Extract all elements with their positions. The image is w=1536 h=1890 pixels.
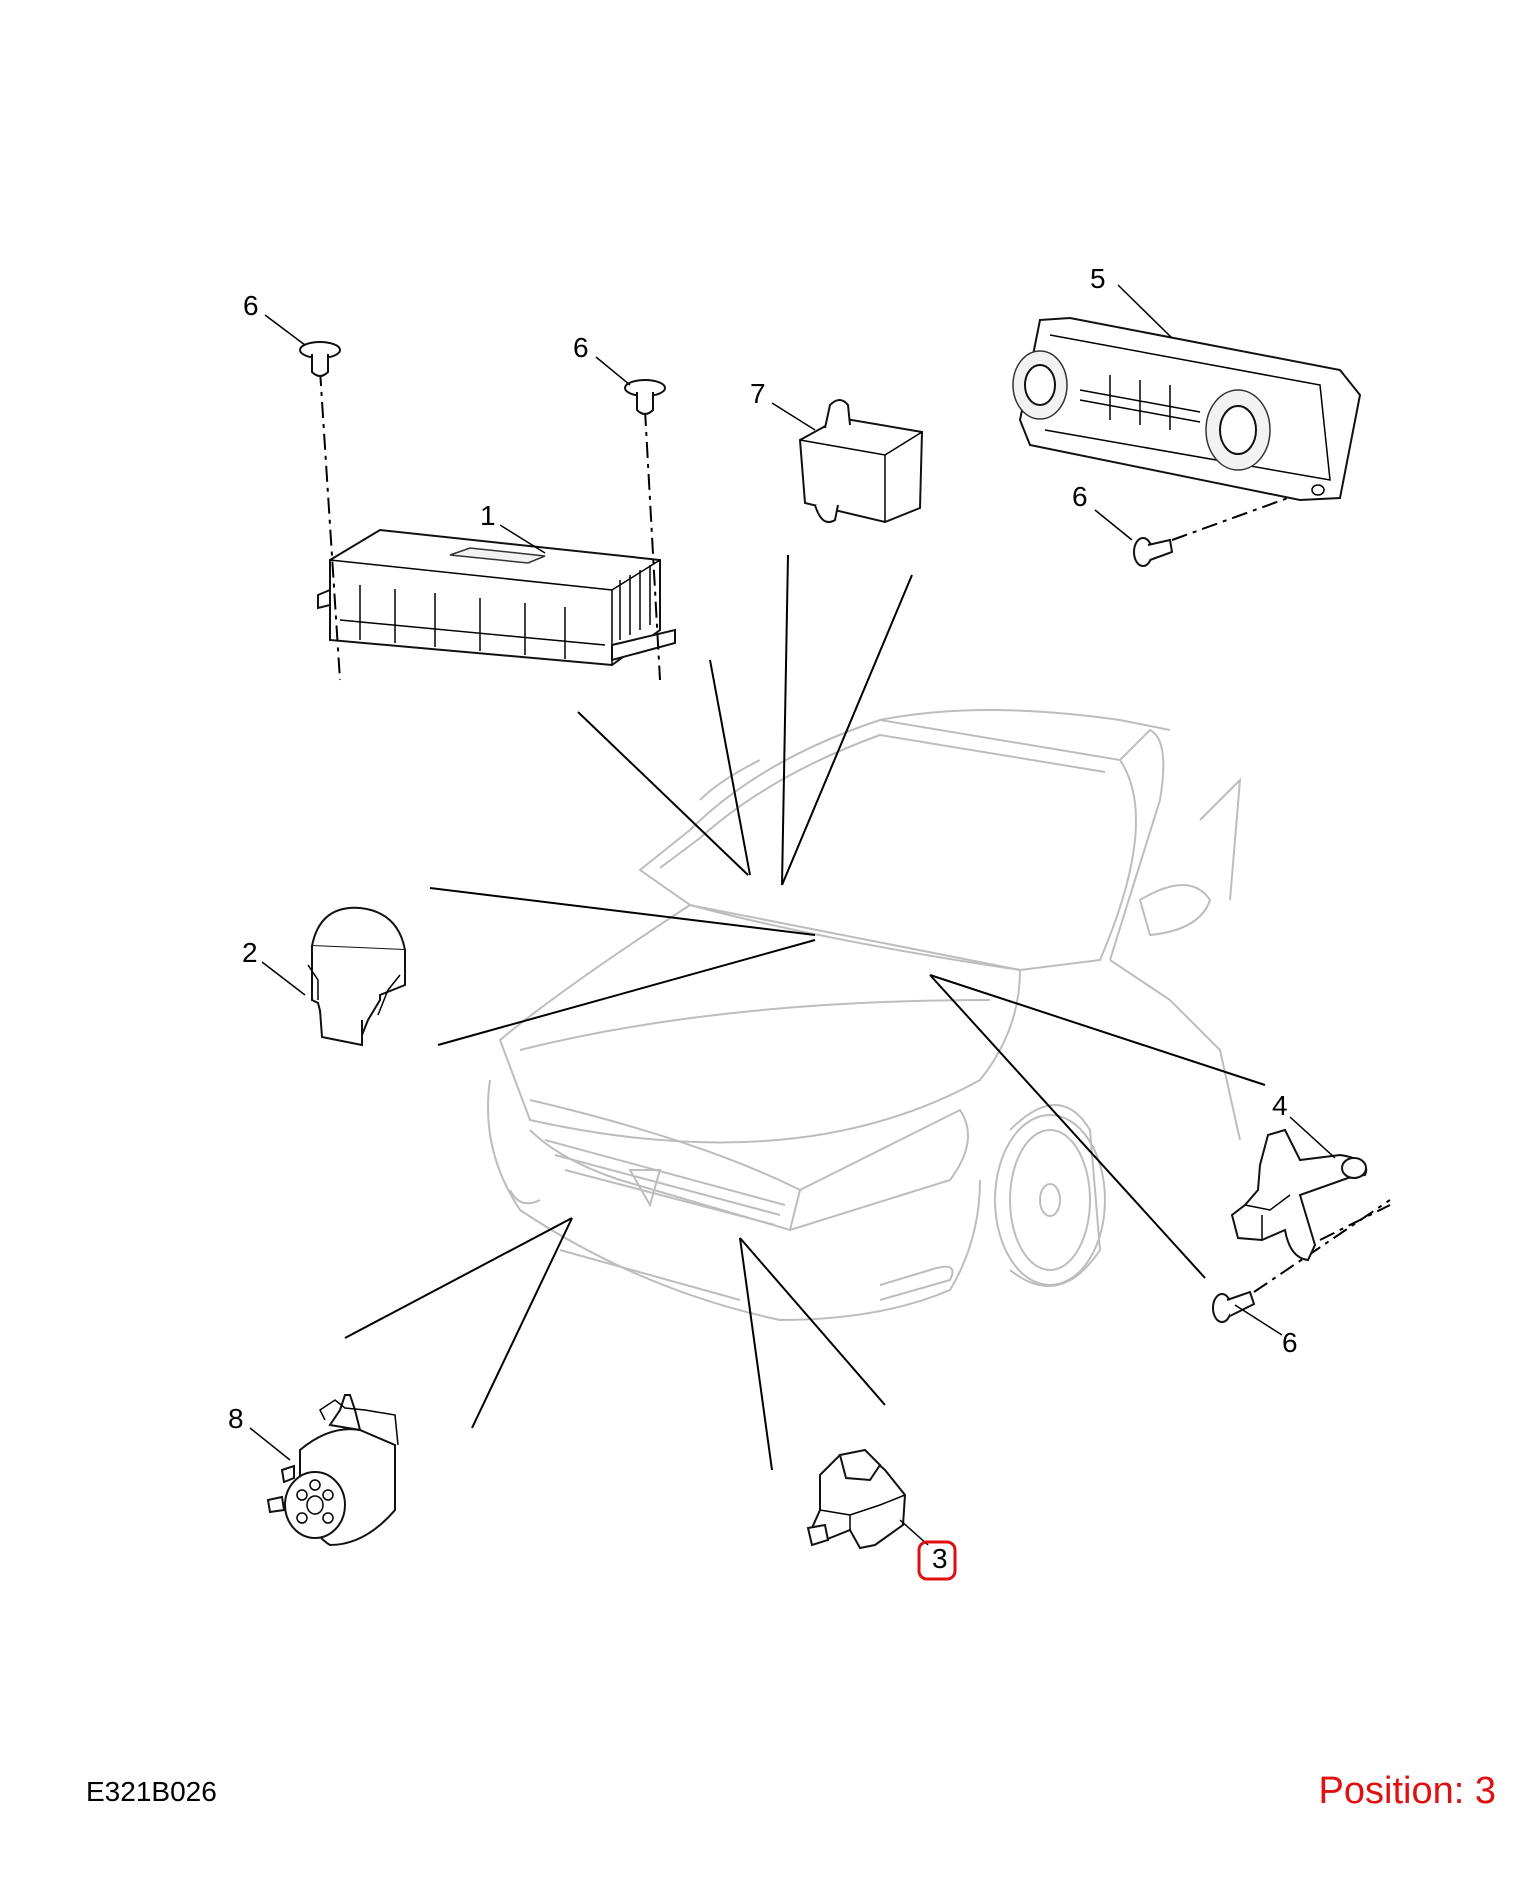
climate-control-panel	[1012, 316, 1362, 502]
position-label: Position: 3	[1318, 1770, 1496, 1812]
callout-4: 4	[1272, 1090, 1288, 1121]
callout-5: 5	[1090, 263, 1106, 294]
motor-unit	[266, 1394, 399, 1547]
screw-top-left	[299, 341, 341, 377]
callout-1: 1	[480, 500, 496, 531]
callout-6-right-top: 6	[1072, 481, 1088, 512]
car-outline	[487, 709, 1242, 1322]
callout-6-top-middle: 6	[573, 332, 589, 363]
screw-top-middle	[624, 379, 666, 415]
switch-sensor	[806, 1448, 907, 1550]
control-module	[317, 369, 676, 681]
diagram-code: E321B026	[86, 1776, 217, 1807]
leader-lines	[344, 554, 1266, 1471]
callouts: 1 2 3 4 5 6 6 6 6 7 8	[228, 263, 1336, 1581]
callout-7: 7	[750, 378, 766, 409]
actuator	[1230, 1128, 1391, 1262]
callout-8: 8	[228, 1403, 244, 1434]
screw-right-top	[1133, 489, 1311, 567]
relay	[798, 399, 924, 524]
light-sensor	[307, 906, 407, 1047]
callout-3: 3	[932, 1543, 948, 1574]
callout-6-top-left: 6	[243, 290, 259, 321]
highlight-box-3	[917, 1540, 957, 1581]
callout-2: 2	[242, 937, 258, 968]
callout-6-right-bottom: 6	[1282, 1327, 1298, 1358]
